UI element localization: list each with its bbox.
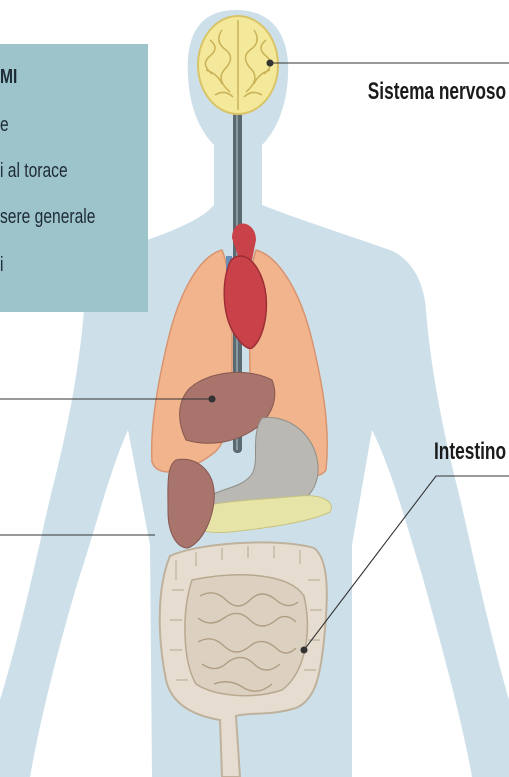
small-intestine — [185, 575, 307, 696]
label-nervous-system: Sistema nervoso — [368, 78, 506, 106]
info-box-line-4: i — [0, 254, 3, 277]
info-box-line-3: sere generale — [0, 206, 95, 229]
leader-nervous-system-dot — [267, 60, 273, 66]
info-box-heading: MI — [0, 66, 17, 89]
info-box-line-2: i al torace — [0, 160, 68, 183]
label-intestine: Intestino — [434, 438, 506, 466]
info-box-line-1: e — [0, 114, 9, 137]
info-box: MI e i al torace sere generale i — [0, 44, 148, 312]
leader-intestine-dot — [301, 647, 307, 653]
leader-lungs-dot — [209, 396, 215, 402]
